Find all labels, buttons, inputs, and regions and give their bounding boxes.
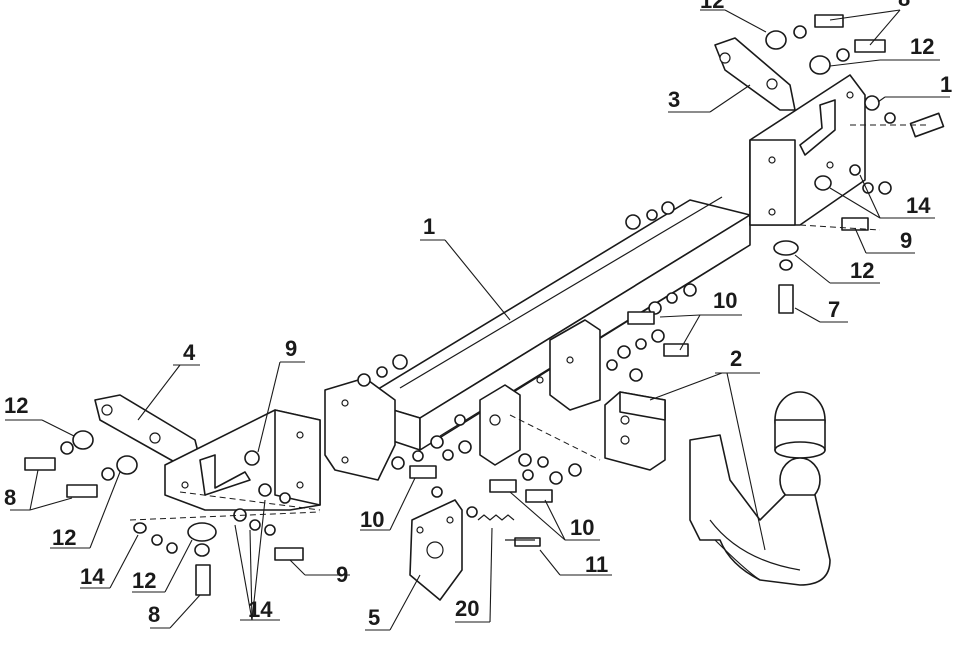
upper-mounting-plate <box>714 37 796 111</box>
callout-12-left-mid: 12 <box>52 525 76 550</box>
callout-9-right: 9 <box>900 228 912 253</box>
callout-12-right: 12 <box>850 258 874 283</box>
left-side-bracket <box>94 394 321 511</box>
callout-labels: 1 1 2 3 4 5 7 8 8 9 9 9 10 10 10 11 12 1… <box>4 0 952 630</box>
spring-and-pin <box>477 514 541 547</box>
ball-hitch <box>689 391 831 586</box>
callout-14-right: 14 <box>906 193 931 218</box>
callout-5: 5 <box>368 605 380 630</box>
callout-9-left-bottom: 9 <box>336 562 348 587</box>
callout-1-right: 1 <box>940 72 952 97</box>
leader-lines <box>5 9 950 631</box>
electrical-module <box>604 391 666 471</box>
callout-14-bottom: 14 <box>248 597 273 622</box>
callout-20: 20 <box>455 596 479 621</box>
callout-7: 7 <box>828 297 840 322</box>
socket-plate <box>409 499 463 601</box>
callout-2: 2 <box>730 346 742 371</box>
callout-8-top-right-partial: 8 <box>898 0 910 11</box>
fasteners <box>24 14 945 596</box>
assembly-dash-lines <box>129 124 930 521</box>
beam-center-brackets <box>479 319 601 466</box>
callout-12-top-right: 12 <box>910 34 934 59</box>
callout-14-left: 14 <box>80 564 105 589</box>
callout-8-top: 8 <box>4 485 16 510</box>
beam-left-end-plate <box>324 377 396 481</box>
callout-1-main: 1 <box>423 214 435 239</box>
callout-8-bottom: 8 <box>148 602 160 627</box>
right-side-bracket <box>749 74 866 226</box>
main-crossbeam <box>359 196 751 451</box>
callout-12-top-left: 12 <box>700 0 724 13</box>
callout-10-lower: 10 <box>570 515 594 540</box>
callout-4: 4 <box>183 340 196 365</box>
callout-10-upper: 10 <box>713 288 737 313</box>
callout-3: 3 <box>668 87 680 112</box>
callout-9-left-top: 9 <box>285 336 297 361</box>
callout-12-left-top: 12 <box>4 393 28 418</box>
callout-12-left-bottom: 12 <box>132 568 156 593</box>
callout-10-left: 10 <box>360 507 384 532</box>
callout-11: 11 <box>585 552 608 577</box>
